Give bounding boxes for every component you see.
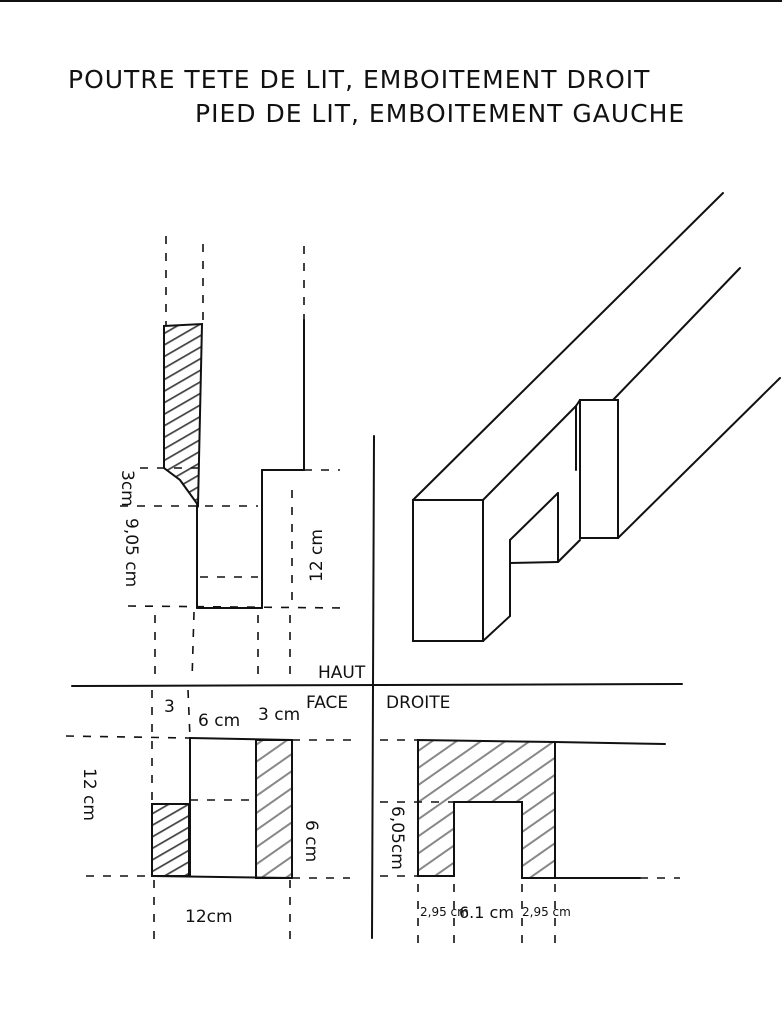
dim-6cm-top: 6 cm (198, 711, 240, 731)
dim-6-05cm: 6,05cm (387, 806, 407, 870)
label-haut: HAUT (318, 663, 366, 683)
dim-12cm-height: 12 cm (79, 768, 99, 821)
dim-2-95cm-left: 2,95 cm (420, 905, 469, 919)
title-line-2: PIED DE LIT, EMBOITEMENT GAUCHE (195, 99, 685, 128)
front-view (65, 689, 360, 940)
label-face: FACE (306, 693, 348, 713)
isometric-view (412, 192, 781, 642)
label-droite: DROITE (386, 693, 450, 713)
dim-12cm-width: 12cm (185, 907, 233, 927)
dim-3cm-right: 3 cm (258, 705, 300, 725)
dim-6cm-height: 6 cm (301, 820, 321, 862)
title-line-1: POUTRE TETE DE LIT, EMBOITEMENT DROIT (68, 65, 650, 94)
dim-3-left: 3 (164, 697, 175, 717)
top-view (120, 236, 346, 681)
dim-2-95cm-right: 2,95 cm (522, 905, 571, 919)
dim-9-05cm: 9,05 cm (121, 518, 141, 587)
view-separators (71, 435, 683, 939)
right-view (380, 738, 680, 944)
dim-12cm-top: 12 cm (307, 529, 327, 582)
dim-3cm: 3cm (117, 470, 137, 507)
dim-6-1cm: 6.1 cm (459, 903, 514, 922)
